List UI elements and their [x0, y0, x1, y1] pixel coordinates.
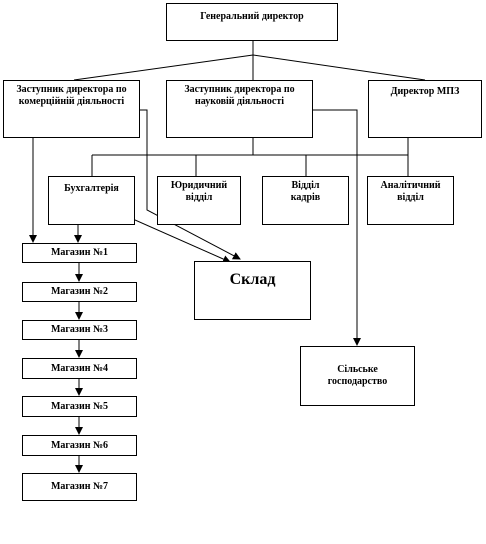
warehouse-label: Склад — [229, 271, 276, 288]
legal-label: Юридичний відділ — [170, 180, 228, 203]
store-1-box: Магазин №1 — [22, 243, 137, 263]
hr-box: Відділ кадрів — [262, 176, 349, 225]
general-director-box: Генеральний директор — [166, 3, 338, 41]
warehouse-box: Склад — [194, 261, 311, 320]
accounting-box: Бухгалтерія — [48, 176, 135, 225]
store-2-box: Магазин №2 — [22, 282, 137, 302]
accounting-label: Бухгалтерія — [64, 183, 119, 194]
store-7-box: Магазин №7 — [22, 473, 137, 501]
agriculture-label: Сільське господарство — [327, 364, 388, 387]
store-6-label: Магазин №6 — [50, 439, 109, 451]
store-3-box: Магазин №3 — [22, 320, 137, 340]
store-6-box: Магазин №6 — [22, 435, 137, 456]
legal-box: Юридичний відділ — [157, 176, 241, 225]
deputy-commercial-label: Заступник директора по комерційній діяль… — [16, 84, 127, 107]
store-3-label: Магазин №3 — [50, 324, 109, 335]
store-4-label: Магазин №4 — [50, 362, 109, 374]
deputy-science-label: Заступник директора по науковій діяльнос… — [184, 84, 295, 107]
store-1-label: Магазин №1 — [50, 247, 109, 258]
analytics-label: Аналітичний відділ — [380, 180, 441, 203]
hr-label: Відділ кадрів — [290, 180, 321, 203]
agriculture-box: Сільське господарство — [300, 346, 415, 406]
deputy-science-box: Заступник директора по науковій діяльнос… — [166, 80, 313, 138]
director-mpz-label: Директор МПЗ — [390, 86, 460, 97]
director-mpz-box: Директор МПЗ — [368, 80, 482, 138]
store-5-box: Магазин №5 — [22, 396, 137, 417]
store-4-box: Магазин №4 — [22, 358, 137, 379]
analytics-box: Аналітичний відділ — [367, 176, 454, 225]
deputy-commercial-box: Заступник директора по комерційній діяль… — [3, 80, 140, 138]
store-7-label: Магазин №7 — [50, 481, 109, 492]
store-5-label: Магазин №5 — [50, 400, 109, 412]
general-director-label: Генеральний директор — [200, 11, 304, 22]
store-2-label: Магазин №2 — [50, 286, 109, 297]
